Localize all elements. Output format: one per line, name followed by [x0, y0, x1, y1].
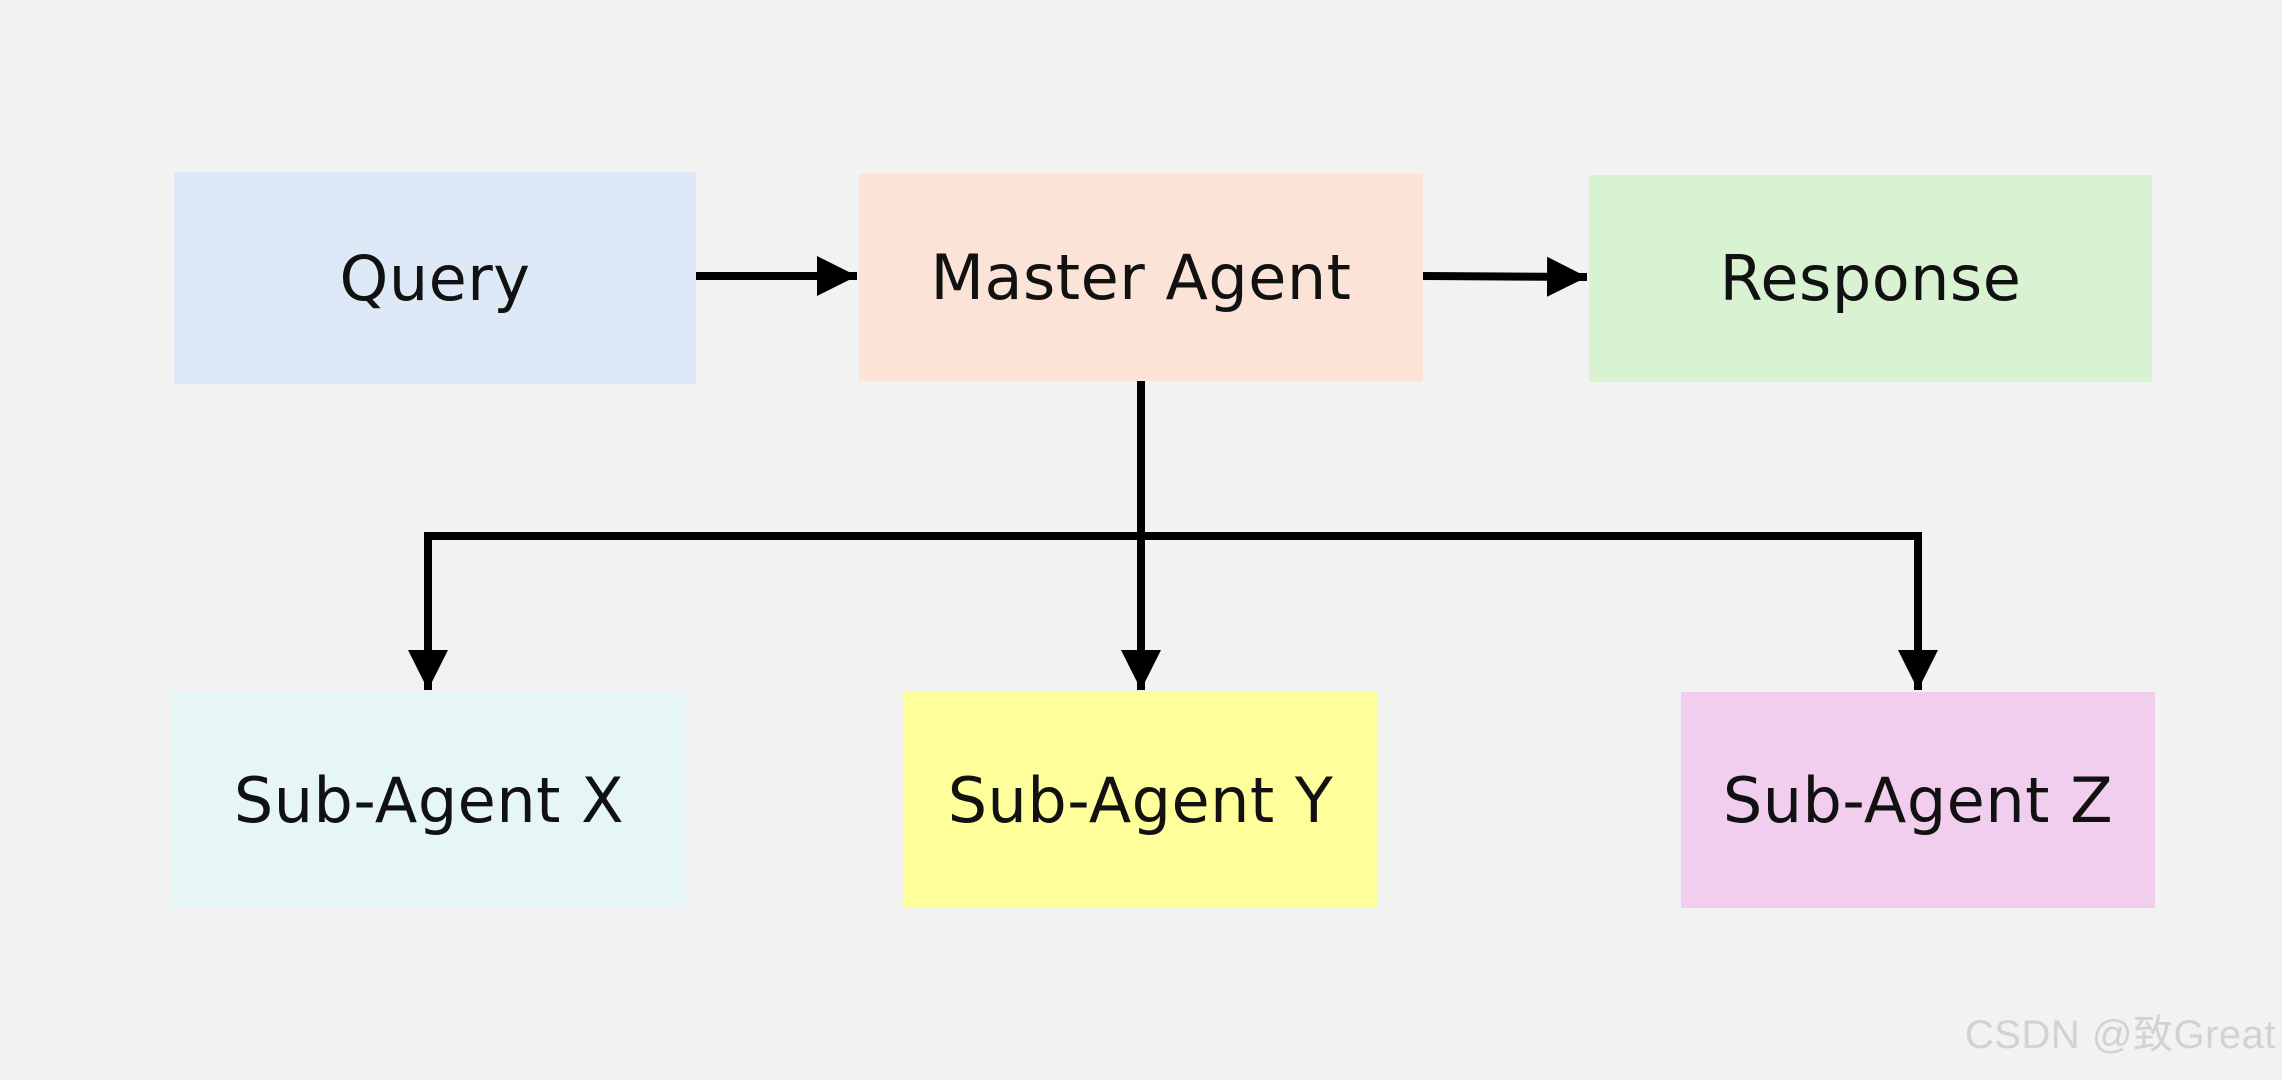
node-sub-agent-y: Sub-Agent Y: [903, 692, 1378, 908]
edge-master-to-response: [1422, 256, 1588, 297]
node-response: Response: [1589, 175, 2152, 382]
node-query: Query: [174, 172, 696, 384]
node-sub-agent-y-label: Sub-Agent Y: [947, 763, 1334, 837]
node-master-agent-label: Master Agent: [930, 241, 1352, 314]
node-master-agent: Master Agent: [859, 174, 1423, 381]
node-sub-agent-z-label: Sub-Agent Z: [1722, 763, 2114, 837]
watermark: CSDN @致Great: [1964, 1013, 2276, 1057]
node-sub-agent-x-label: Sub-Agent X: [233, 763, 625, 837]
node-sub-agent-z: Sub-Agent Z: [1681, 692, 2155, 908]
node-sub-agent-x: Sub-Agent X: [172, 692, 686, 908]
node-response-label: Response: [1719, 242, 2022, 315]
node-query-label: Query: [339, 241, 531, 315]
